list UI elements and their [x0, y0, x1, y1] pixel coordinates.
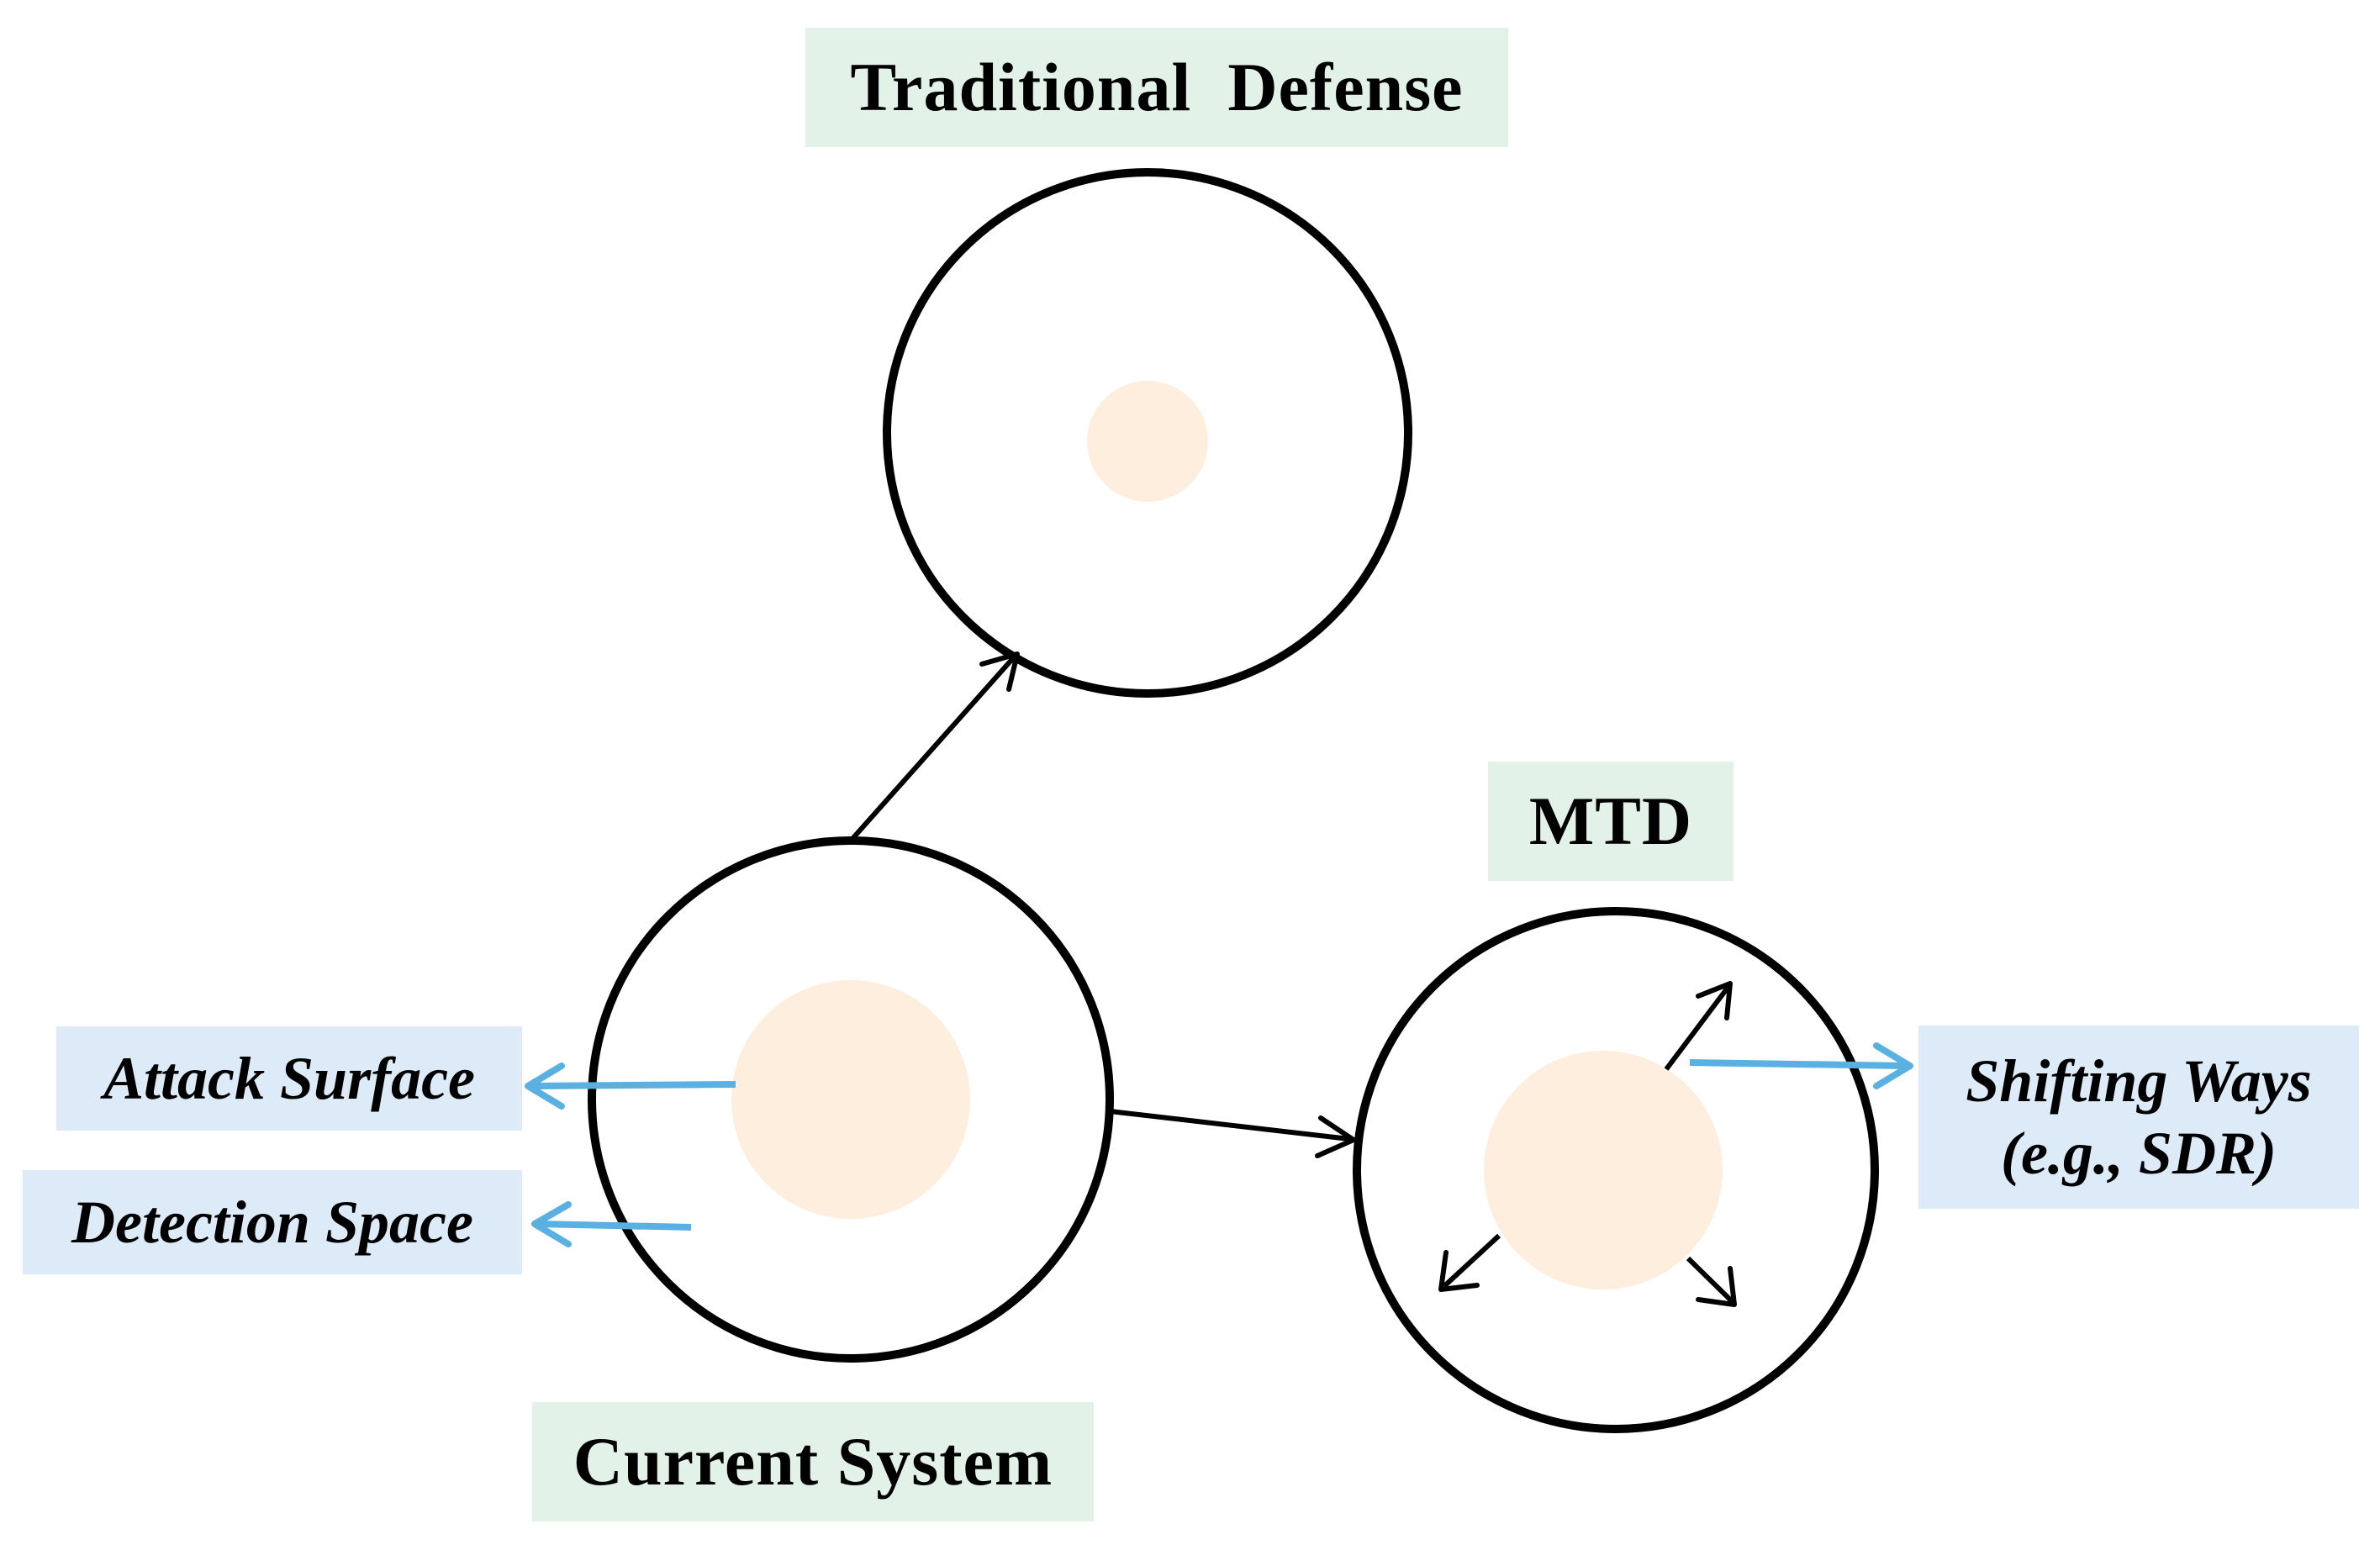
- mtd-shift-arrow-down-right: [1686, 1256, 1737, 1307]
- traditional-defense-system: [883, 168, 1412, 698]
- mtd-system: [1353, 907, 1879, 1433]
- traditional-defense-outer-circle: [883, 168, 1412, 698]
- shifting-ways-label-line1: Shifting Ways: [1966, 1047, 2312, 1115]
- detection-space-pointer-arrow: [531, 1201, 692, 1247]
- shifting-ways-label: Shifting Ways (e.g., SDR): [1918, 1026, 2359, 1209]
- traditional-defense-label: Traditional Defense: [805, 28, 1508, 147]
- arrow-to-traditional-defense: [848, 651, 1020, 842]
- shifting-ways-pointer-arrow: [1689, 1042, 1913, 1089]
- attack-surface-label-text: Attack Surface: [103, 1044, 475, 1112]
- detection-space-label: Detection Space: [23, 1170, 522, 1274]
- mtd-attack-surface: [1484, 1051, 1723, 1289]
- mtd-shift-arrow-down-left: [1438, 1233, 1501, 1292]
- arrow-to-mtd: [1109, 1109, 1356, 1158]
- current-system-label: Current System: [532, 1402, 1094, 1521]
- mtd-shift-arrow-up-right: [1664, 981, 1733, 1071]
- attack-surface-pointer-arrow: [525, 1063, 736, 1110]
- mtd-outer-circle: [1353, 907, 1879, 1433]
- current-system: [588, 836, 1114, 1363]
- mtd-label: MTD: [1488, 762, 1734, 881]
- shifting-ways-label-line2: (e.g., SDR): [2001, 1120, 2277, 1187]
- current-system-attack-surface: [731, 980, 970, 1219]
- traditional-defense-attack-surface: [1087, 381, 1208, 502]
- current-system-label-text: Current System: [573, 1423, 1053, 1500]
- traditional-defense-label-text: Traditional Defense: [850, 49, 1464, 125]
- detection-space-label-text: Detection Space: [71, 1188, 473, 1256]
- attack-surface-label: Attack Surface: [56, 1026, 522, 1131]
- mtd-label-text: MTD: [1528, 783, 1693, 859]
